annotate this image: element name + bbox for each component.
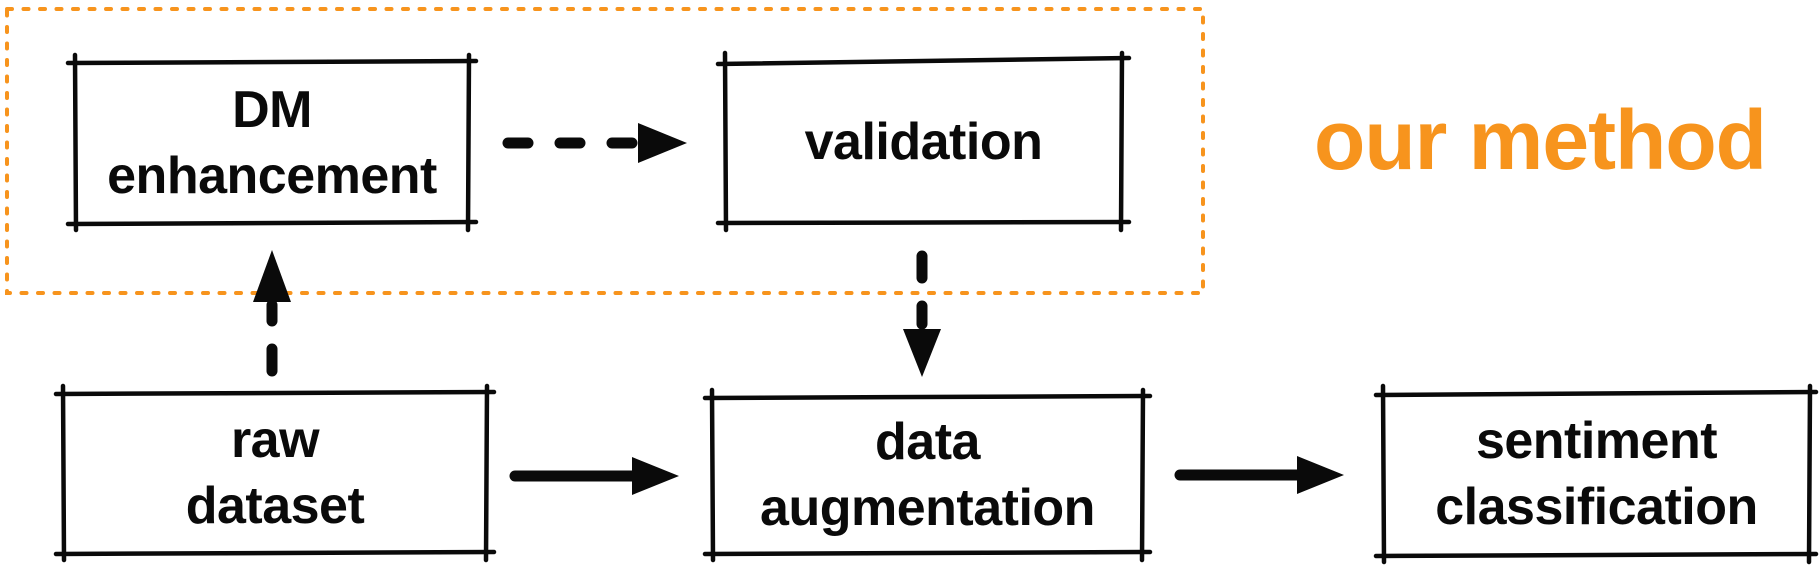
arrow-augmentation-to-sentiment: [1174, 456, 1344, 494]
node-text-line: dataset: [185, 477, 365, 535]
node-box-sentiment-classification: [1373, 383, 1819, 565]
node-label-validation: validation: [725, 60, 1122, 223]
arrow-raw-to-dm: [253, 250, 291, 377]
node-text-line: enhancement: [107, 146, 437, 205]
arrow-raw-to-augmentation: [509, 457, 679, 495]
our-method-caption: our method: [1314, 93, 1767, 187]
node-text-line: classification: [1435, 478, 1758, 536]
node-text-line: sentiment: [1475, 412, 1718, 470]
node-text-line: raw: [230, 411, 320, 469]
node-label-data-augmentation: data augmentation: [712, 397, 1143, 553]
node-text-line: validation: [804, 112, 1043, 171]
our-method-region-outline: [5, 7, 1205, 295]
node-label-dm-enhancement: DM enhancement: [75, 62, 469, 223]
arrow-validation-to-augmentation: [903, 250, 941, 377]
node-box-validation: [715, 50, 1132, 233]
node-box-data-augmentation: [702, 387, 1153, 563]
arrow-dm-to-validation: [502, 123, 687, 163]
node-text-line: augmentation: [760, 479, 1095, 537]
node-text-line: DM: [232, 80, 312, 139]
node-box-dm-enhancement: [65, 52, 479, 233]
node-box-raw-dataset: [53, 383, 497, 563]
node-label-raw-dataset: raw dataset: [63, 393, 487, 553]
node-label-sentiment-classification: sentiment classification: [1383, 393, 1810, 555]
node-text-line: data: [875, 413, 980, 471]
